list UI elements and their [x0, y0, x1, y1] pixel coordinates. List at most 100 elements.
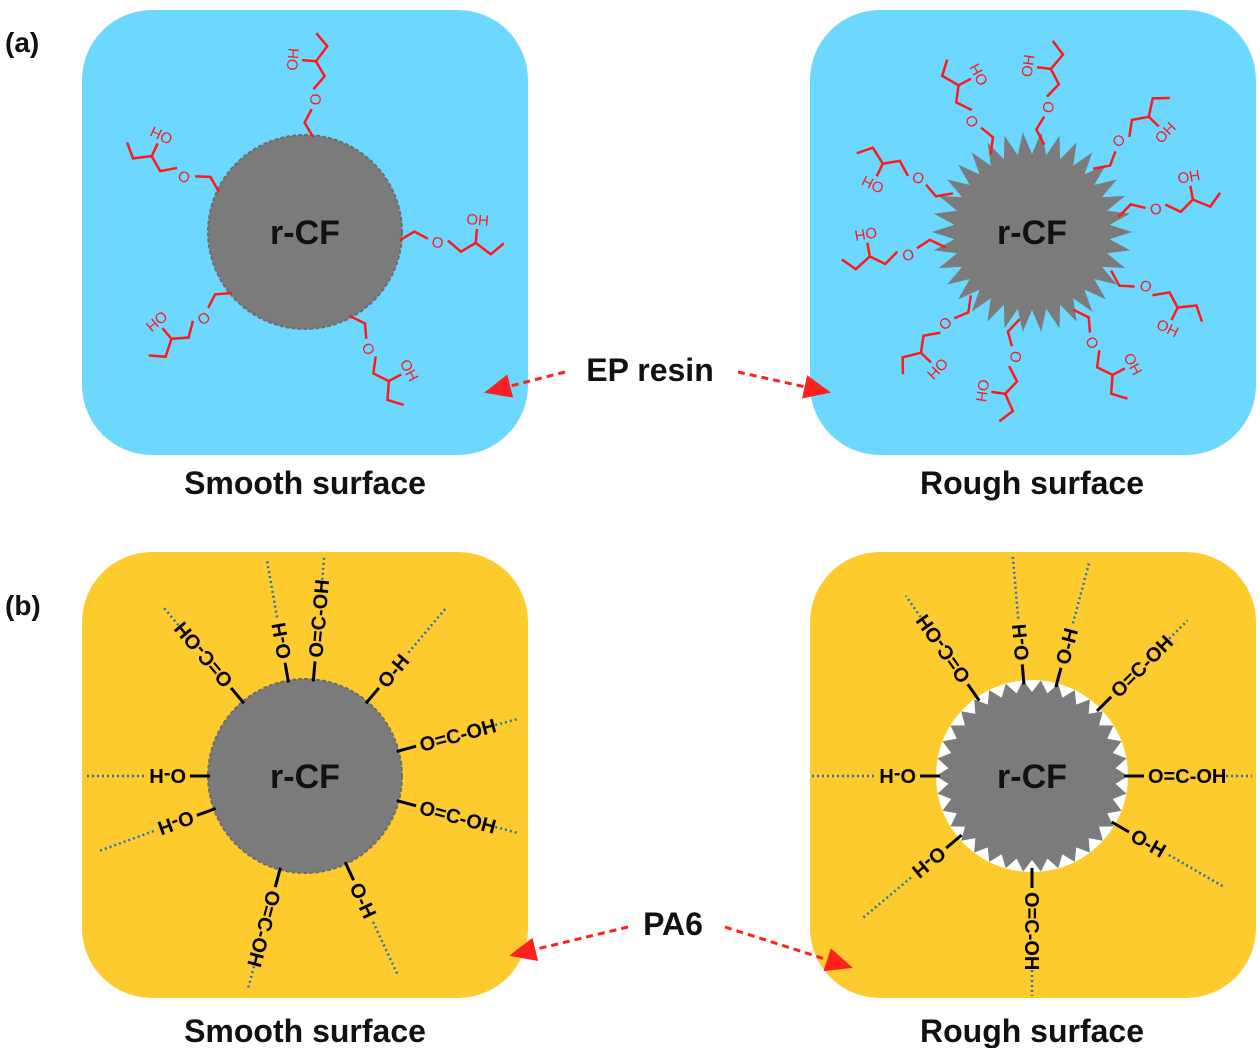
- bond: [343, 861, 355, 881]
- chain-bond: [312, 32, 329, 91]
- chain-bond: [349, 314, 368, 339]
- panel-b-tag: (b): [5, 590, 41, 621]
- hydrogen-bond: [904, 595, 922, 618]
- chain-bond: [1072, 308, 1092, 333]
- ep-resin-label: EP resin: [586, 352, 713, 388]
- hydrogen-bond: [494, 717, 518, 727]
- hydroxyl-label: OH: [972, 378, 992, 403]
- epoxy-chain: OOH: [399, 211, 505, 256]
- ether-oxygen-label: O: [901, 245, 915, 264]
- group-label: O=C-OH: [1148, 766, 1226, 788]
- pa6-label: PA6: [643, 906, 703, 942]
- chain-bond: [1006, 318, 1021, 347]
- fiber-rough-b: [936, 680, 1128, 872]
- chain-bond: [150, 142, 159, 157]
- chain-bond: [940, 59, 973, 112]
- hydroxyl-group: O-H: [85, 764, 210, 786]
- chain-bond: [399, 230, 429, 242]
- fiber-smooth-a: [207, 134, 403, 330]
- chain-bond: [474, 228, 479, 244]
- chain-bond: [195, 175, 220, 193]
- chain-bond: [148, 320, 195, 359]
- fiber-label-b-rough: r-CF: [997, 758, 1067, 796]
- chain-bond: [446, 239, 505, 256]
- chain-bond: [991, 390, 1006, 396]
- bond: [945, 833, 963, 850]
- bond: [364, 686, 381, 705]
- chain-bond: [1092, 150, 1117, 170]
- chain-bond: [980, 126, 995, 155]
- chain-bond: [1170, 306, 1179, 321]
- chain-bond: [1036, 65, 1052, 71]
- fiber-rough-a: [932, 132, 1132, 332]
- hydroxyl-group: O-H: [1009, 556, 1034, 685]
- bond: [283, 662, 290, 683]
- ether-oxygen-label: O: [1149, 200, 1163, 219]
- epoxy-chain: O OH: [841, 223, 946, 271]
- hydrogen-bond: [862, 876, 912, 919]
- ether-oxygen-label: O: [1040, 100, 1058, 114]
- epoxy-chain: O OH: [284, 32, 329, 138]
- chain-bond: [925, 183, 954, 198]
- chain-bond: [953, 295, 973, 320]
- bond: [1110, 820, 1130, 834]
- hydroxyl-group: O-H: [812, 764, 940, 786]
- chain-bond: [856, 146, 910, 177]
- chain-bond: [161, 327, 173, 340]
- fiber-label-b-smooth: r-CF: [270, 758, 340, 796]
- fiber-label-a-rough: r-CF: [997, 214, 1067, 252]
- ether-oxygen-label: O: [307, 93, 325, 106]
- hydroxyl-label: OH: [1176, 167, 1201, 188]
- chain-bond: [866, 242, 872, 257]
- panel-a-tag: (a): [5, 27, 39, 58]
- chain-bond: [875, 163, 884, 177]
- hydroxyl-label: OH: [1019, 54, 1039, 79]
- bond: [196, 807, 217, 817]
- arrow-pa6-left: [509, 925, 629, 962]
- chain-bond: [1117, 203, 1146, 218]
- bond: [396, 744, 417, 753]
- caption-b-rough: Rough surface: [920, 1013, 1144, 1048]
- chain-bond: [388, 373, 402, 383]
- group-label: O-H: [149, 764, 186, 786]
- chain-bond: [916, 238, 946, 250]
- chain-bond: [957, 77, 972, 87]
- chain-bond: [901, 331, 941, 375]
- caption-a-smooth: Smooth surface: [184, 465, 426, 501]
- chain-bond: [1189, 185, 1195, 200]
- carboxyl-group: O=C-OH: [1124, 766, 1252, 788]
- bond: [1095, 695, 1113, 713]
- bond: [1020, 664, 1026, 685]
- fiber-smooth-b: [207, 678, 403, 874]
- epoxy-chain: O OH: [1019, 40, 1065, 146]
- bond: [273, 867, 282, 888]
- epoxy-chain: O OH: [1117, 167, 1222, 219]
- chain-bond: [301, 58, 317, 63]
- ether-oxygen-label: O: [431, 234, 444, 252]
- bond: [966, 683, 981, 702]
- group-label: O-H: [1009, 623, 1034, 661]
- epoxy-chain: OOH: [972, 318, 1024, 423]
- hydrogen-bond: [1168, 619, 1189, 640]
- hydrogen-bond: [246, 965, 256, 989]
- fiber-label-a-smooth: r-CF: [270, 214, 340, 252]
- arrow-ep-right: [737, 370, 831, 399]
- chain-bond: [1111, 367, 1126, 377]
- hydrogen-bond: [1071, 563, 1091, 624]
- group-label: O=C-OH: [1020, 892, 1042, 970]
- hydroxyl-label: OH: [853, 223, 878, 244]
- chain-bond: [1034, 115, 1046, 146]
- carboxyl-group: O=C-OH: [1020, 868, 1042, 996]
- bond: [311, 661, 317, 682]
- hydrogen-bond: [494, 825, 518, 835]
- chain-bond: [207, 291, 233, 309]
- bond: [396, 799, 417, 808]
- hydrogen-bond: [162, 606, 180, 626]
- caption-a-rough: Rough surface: [920, 465, 1144, 501]
- hydroxyl-label: OH: [284, 47, 303, 71]
- hydrogen-bond: [1168, 853, 1224, 888]
- bond: [229, 686, 246, 705]
- arrow-pa6-right: [724, 925, 853, 972]
- hydrogen-bond: [1011, 556, 1020, 619]
